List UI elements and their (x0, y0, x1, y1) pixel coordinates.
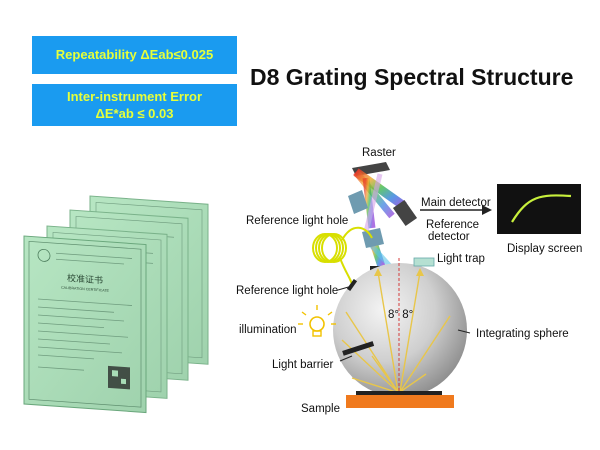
arrow-head-icon (482, 205, 492, 215)
label-light-barrier: Light barrier (272, 359, 334, 371)
page-title: D8 Grating Spectral Structure (250, 64, 574, 90)
inter-error-line2: ΔE*ab ≤ 0.03 (95, 106, 174, 121)
label-raster: Raster (362, 147, 396, 159)
light-barrier (342, 341, 375, 356)
label-sample: Sample (301, 403, 340, 415)
sample-plate (346, 395, 454, 408)
cert-qr-code (108, 365, 130, 390)
certificate-subheading: CALIBRATION CERTIFICATE (61, 286, 109, 293)
label-reference-light-hole-bottom: Reference light hole (236, 285, 338, 297)
light-trap-box (413, 257, 435, 267)
label-reference-line1: Reference (426, 219, 479, 231)
label-display-screen: Display screen (507, 243, 582, 255)
fiber-coil (312, 226, 373, 287)
display-screen (497, 184, 581, 234)
label-light-trap: Light trap (437, 253, 485, 265)
label-reference-light-hole-top: Reference light hole (246, 215, 348, 227)
spectral-curve (511, 194, 572, 223)
reference-optics (348, 190, 368, 214)
certificate-heading: 校准证书 (67, 272, 103, 287)
sample-holder (356, 391, 442, 395)
label-angle: 8° 8° (388, 309, 413, 321)
label-main-detector: Main detector (421, 197, 491, 209)
label-reference-line2: detector (428, 231, 470, 243)
inter-instrument-error-badge: Inter-instrument Error ΔE*ab ≤ 0.03 (32, 84, 237, 126)
cert-emblem-icon (37, 248, 51, 262)
repeatability-badge: Repeatability ΔEab≤0.025 (32, 36, 237, 74)
raster-grating (352, 162, 407, 270)
certificate-stack: 校准证书 CALIBRATION CERTIFICATE (23, 195, 209, 414)
main-detector-sensor (392, 199, 418, 227)
reference-port (346, 278, 358, 292)
light-bulb-icon (298, 305, 336, 337)
inter-error-line1: Inter-instrument Error (66, 89, 203, 104)
certificate-front: 校准证书 CALIBRATION CERTIFICATE (23, 235, 147, 414)
label-integrating-sphere: Integrating sphere (476, 328, 569, 340)
label-illumination: illumination (239, 324, 297, 336)
